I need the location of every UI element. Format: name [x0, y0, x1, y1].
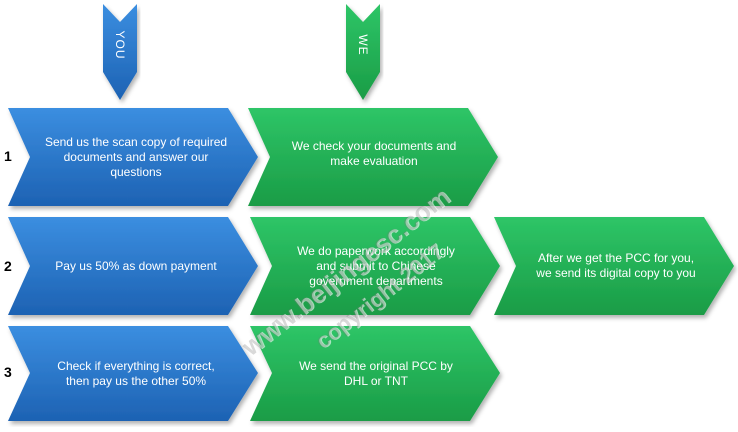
we-header-arrow — [346, 4, 380, 100]
row-number-1: 1 — [4, 148, 12, 164]
row2-you-chevron — [8, 217, 258, 315]
you-header-arrow — [103, 4, 137, 100]
row2-we-chevron — [250, 217, 500, 315]
we-label: WE — [356, 34, 370, 56]
row-number-3: 3 — [4, 364, 12, 380]
row1-you-chevron — [8, 108, 258, 206]
row3-we-chevron — [250, 326, 500, 421]
row1-we-chevron — [248, 108, 498, 206]
row-number-2: 2 — [4, 258, 12, 274]
you-label: YOU — [113, 30, 127, 60]
row2-we2-chevron — [494, 217, 734, 315]
row3-you-chevron — [8, 326, 258, 421]
